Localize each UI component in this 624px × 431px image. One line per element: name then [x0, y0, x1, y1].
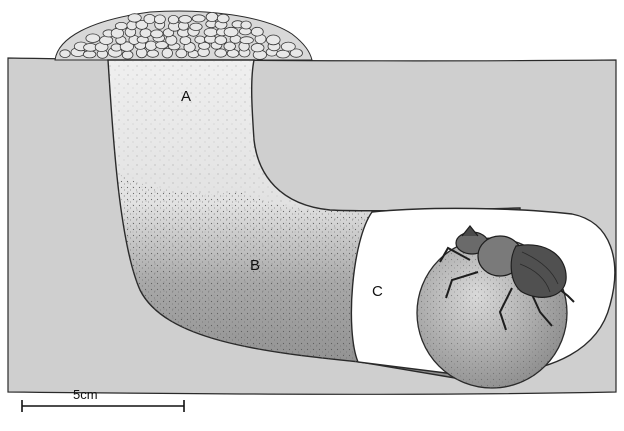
scale-bar-label: 5cm — [73, 387, 98, 402]
mound-pebble — [251, 27, 263, 36]
mound-pebble — [145, 41, 156, 50]
mound-pebble — [168, 15, 178, 23]
label-a: A — [181, 88, 191, 105]
mound-pebble — [122, 51, 133, 59]
mound-pebble — [224, 27, 238, 36]
mound-pebble — [151, 30, 163, 38]
mound-pebble — [251, 44, 264, 52]
mound-pebble — [128, 14, 141, 22]
mound-pebble — [217, 14, 229, 23]
mound-pebble — [192, 15, 205, 22]
soil-mound-icon — [55, 11, 312, 60]
mound-pebble — [240, 37, 253, 44]
mound-pebble — [147, 50, 158, 57]
mound-pebble — [267, 35, 281, 45]
mound-pebble — [140, 29, 151, 38]
mound-pebble — [241, 21, 251, 29]
mound-pebble — [204, 28, 217, 36]
mound-pebble — [86, 34, 100, 43]
mound-pebble — [154, 15, 165, 24]
mound-pebble — [115, 22, 127, 29]
mound-pebble — [190, 23, 202, 30]
mound-pebble — [144, 14, 155, 23]
mound-pebble — [180, 37, 191, 45]
mound-pebble — [281, 42, 295, 51]
mound-pebble — [179, 15, 192, 23]
mound-pebble — [206, 12, 218, 21]
scale-bar — [22, 400, 184, 412]
mound-pebble — [100, 36, 113, 45]
mound-pebble — [83, 51, 96, 58]
mound-pebble — [195, 36, 205, 43]
mound-pebble — [215, 36, 227, 45]
mound-pebble — [215, 49, 227, 57]
label-b: B — [250, 257, 260, 274]
mound-pebble — [60, 50, 70, 58]
label-c: C — [372, 283, 383, 300]
